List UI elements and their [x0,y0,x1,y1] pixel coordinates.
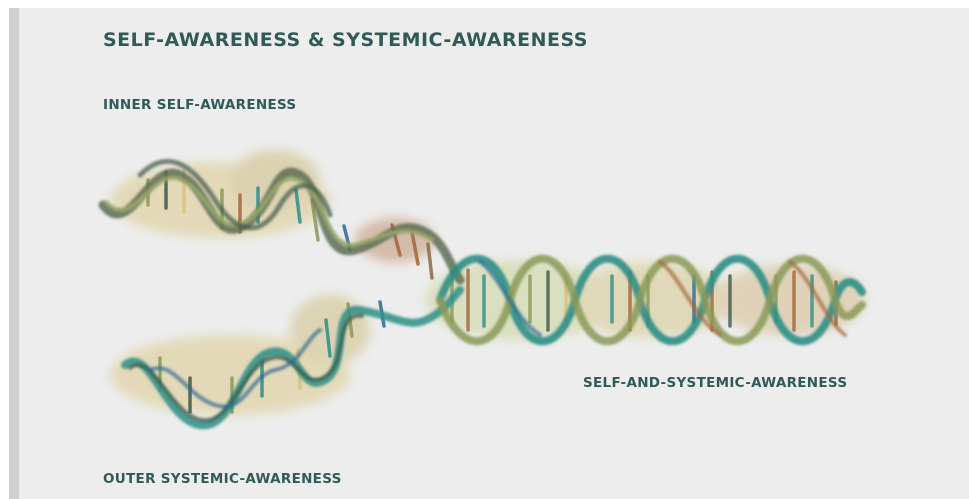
inner-self-awareness-label: INNER SELF-AWARENESS [103,97,297,113]
upper-strand [98,158,465,285]
diagram-title: SELF-AWARENESS & SYSTEMIC-AWARENESS [103,29,588,51]
left-border [9,8,19,499]
self-and-systemic-awareness-label: SELF-AND-SYSTEMIC-AWARENESS [583,375,848,391]
outer-systemic-awareness-label: OUTER SYSTEMIC-AWARENESS [103,471,342,487]
lower-strand [121,286,464,430]
diagram-panel [19,8,969,499]
double-helix [436,254,866,346]
